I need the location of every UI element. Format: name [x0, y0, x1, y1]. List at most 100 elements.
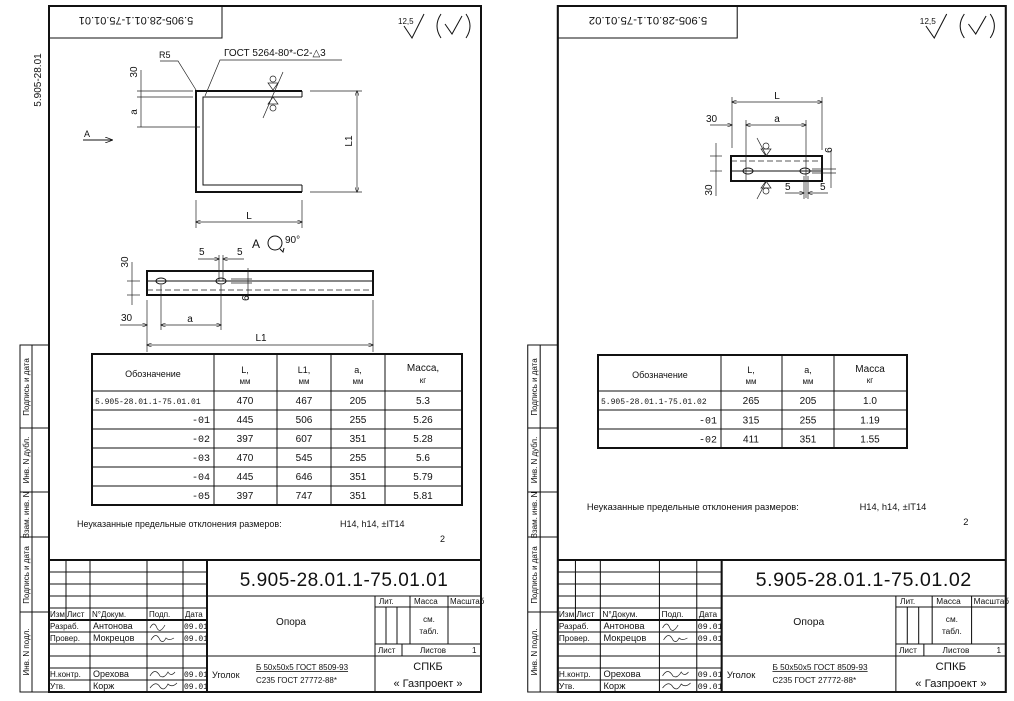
dim-a: a: [129, 109, 140, 115]
tb-role: Н.контр.: [559, 670, 591, 679]
stamp-designation: 5.905-28.01.1-75.01.01: [79, 14, 193, 26]
side-label: Взам. инв. N: [22, 491, 31, 538]
tb-name: Орехова: [93, 669, 129, 679]
table-cell: 255: [350, 453, 367, 464]
table-cell: -04: [192, 473, 210, 484]
view-a: A 90° 30 5 5 9 30 a L1: [120, 235, 374, 352]
table-header: Обозначение: [125, 369, 181, 379]
tb-date: 09.01: [184, 623, 208, 632]
table-cell: 1.19: [860, 415, 880, 426]
table-cell: 351: [350, 491, 367, 502]
scale-label: Масштаб: [450, 597, 485, 606]
mass-value: см.: [946, 615, 958, 624]
title-block: Изм. Лист N°Докум. Подп. Дата Разраб. Ан…: [557, 559, 1009, 692]
table-unit: мм: [240, 377, 251, 386]
table-cell: 646: [296, 472, 313, 483]
table-unit: мм: [299, 377, 310, 386]
tb-header: Дата: [699, 610, 718, 619]
dim-9: 9: [822, 147, 833, 153]
side-code: 5.905-28.01: [33, 53, 44, 107]
dim-5: 5: [785, 182, 791, 193]
mass-label: Масса: [414, 597, 438, 606]
side-strip: Подпись и дата Инв. N дубл. Взам. инв. N…: [527, 344, 559, 693]
table-cell: 5.3: [416, 396, 430, 407]
table-cell: 5.905-28.01.1-75.01.02: [601, 398, 707, 407]
table-cell: 351: [350, 472, 367, 483]
tolerance-note: Неуказанные предельные отклонения размер…: [587, 502, 969, 527]
organization: СПКБ: [936, 661, 967, 673]
tb-name: Корж: [93, 681, 114, 691]
side-label: Инв. N подл.: [530, 629, 539, 676]
side-label: Инв. N дубл.: [530, 437, 539, 484]
tolerance-text: Неуказанные предельные отклонения размер…: [77, 519, 282, 529]
dim-30: 30: [706, 114, 718, 125]
variants-table: Обозначение L, мм a, мм Масса кг 5.905-2…: [597, 354, 908, 449]
table-cell: -01: [699, 416, 717, 427]
table-cell: 445: [237, 472, 254, 483]
signature-icon: [662, 623, 691, 690]
side-label: Подпись и дата: [530, 546, 539, 604]
table-cell: 397: [237, 434, 254, 445]
dim-L: L: [774, 91, 780, 102]
table-cell: 467: [296, 396, 313, 407]
table-cell: 5.905-28.01.1-75.01.01: [95, 398, 201, 407]
tb-header: Лист: [67, 610, 85, 619]
dim-5: 5: [820, 182, 826, 193]
stamp-designation: 5.905-28.01.1-75.01.02: [589, 14, 707, 26]
table-cell: -01: [192, 416, 210, 427]
tb-header: N°Докум.: [92, 610, 126, 619]
table-cell: 205: [350, 396, 367, 407]
dim-30: 30: [129, 66, 140, 78]
table-cell: 5.28: [413, 434, 433, 445]
table-header: a,: [804, 365, 812, 375]
weld-symbol-icon: [756, 137, 772, 200]
tb-date: 09.01: [698, 683, 723, 692]
tb-role: Н.контр.: [50, 670, 81, 679]
tb-date: 09.01: [184, 683, 208, 692]
tb-header: Подп.: [149, 610, 170, 619]
dim-9: 9: [239, 295, 250, 301]
tolerance-denominator: 2: [963, 517, 968, 527]
mass-label: Масса: [936, 597, 961, 606]
tb-role: Утв.: [50, 682, 65, 691]
view-arrow-label: A: [84, 129, 90, 139]
table-cell: -03: [192, 454, 210, 465]
tb-name: Мокрецов: [93, 633, 135, 643]
table-cell: 351: [350, 434, 367, 445]
sheets-label: Листов: [943, 646, 970, 655]
sheets-label: Листов: [420, 646, 446, 655]
slot-hole: [742, 167, 754, 175]
tolerance-value: H14, h14, ±IT14: [340, 519, 404, 529]
tb-role: Провер.: [50, 634, 80, 643]
tb-header: Дата: [185, 610, 203, 619]
table-cell: 5.26: [413, 415, 433, 426]
material-steel: С235 ГОСТ 27772-88*: [256, 676, 337, 685]
table-cell: 205: [800, 396, 817, 407]
tb-name: Мокрецов: [603, 633, 646, 643]
roughness-value: 12,5: [398, 17, 414, 26]
roughness-icon: 12,5: [920, 13, 995, 39]
stamp-box: [557, 5, 738, 39]
side-label: Подпись и дата: [22, 546, 31, 604]
table-cell: -02: [699, 436, 717, 447]
table-unit: мм: [746, 377, 757, 386]
main-view: L1 L 30 a R5 ГОСТ 5264-80*-С2-△3 A: [83, 48, 362, 228]
table-cell: 445: [237, 415, 254, 426]
dim-5: 5: [237, 247, 243, 258]
table-cell: 607: [296, 434, 313, 445]
title-block: Изм. Лист N°Докум. Подп. Дата Разраб. Ан…: [49, 559, 485, 692]
table-cell: 470: [237, 396, 254, 407]
sheets-count: 1: [472, 646, 477, 655]
dim-a: a: [187, 314, 193, 325]
roughness-value: 12,5: [920, 17, 937, 26]
table-header: L,: [241, 365, 249, 375]
tolerance-text: Неуказанные предельные отклонения размер…: [587, 502, 799, 512]
table-header: Масса: [855, 364, 885, 375]
variants-table: Обозначение L, мм L1, мм a, мм Масса, кг…: [91, 353, 463, 506]
dim-5: 5: [199, 247, 205, 258]
side-strip: Подпись и дата Инв. N дубл. Взам. инв. N…: [19, 344, 50, 693]
tb-date: 09.01: [698, 671, 723, 680]
table-header: L1,: [298, 365, 311, 375]
table-cell: 351: [800, 435, 817, 446]
tb-date: 09.01: [184, 671, 208, 680]
